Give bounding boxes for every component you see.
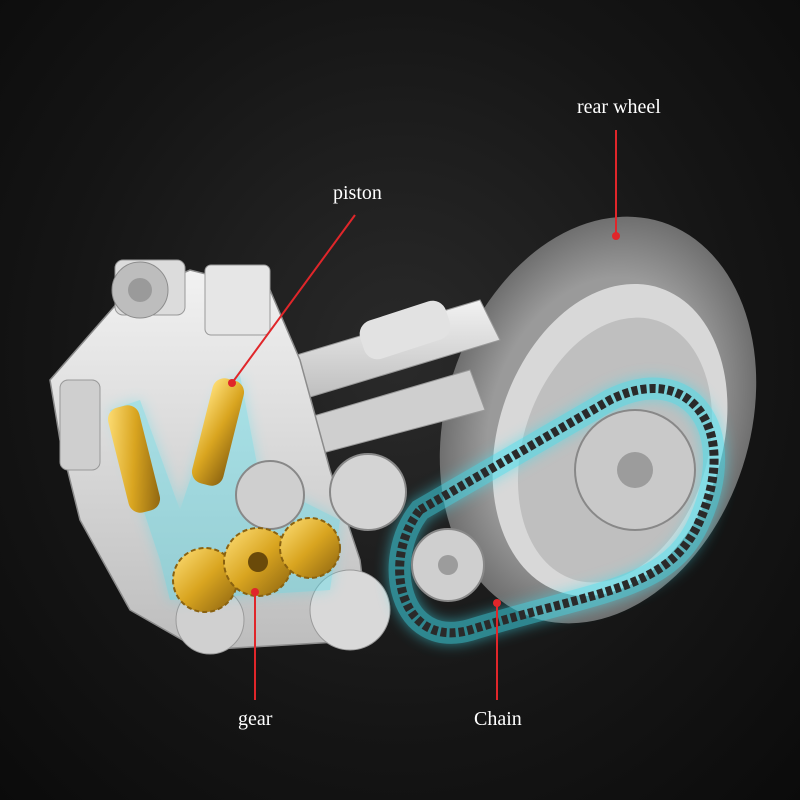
pistons [107,378,245,513]
gears [172,453,407,613]
leader-dot-gear [251,588,259,596]
label-piston: piston [333,182,382,204]
leader-dot-rear-wheel [612,232,620,240]
label-chain: Chain [474,708,522,730]
chain-highlight [388,377,726,644]
leader-dot-chain [493,599,501,607]
leader-lines [228,130,620,700]
leader-line-piston [231,214,356,384]
front-sprocket [411,528,485,602]
frame-arm [279,299,501,456]
leader-dot-piston [228,379,236,387]
label-gear: gear [238,708,273,730]
rear-sprocket [574,409,696,531]
label-rear-wheel: rear wheel [577,96,661,118]
